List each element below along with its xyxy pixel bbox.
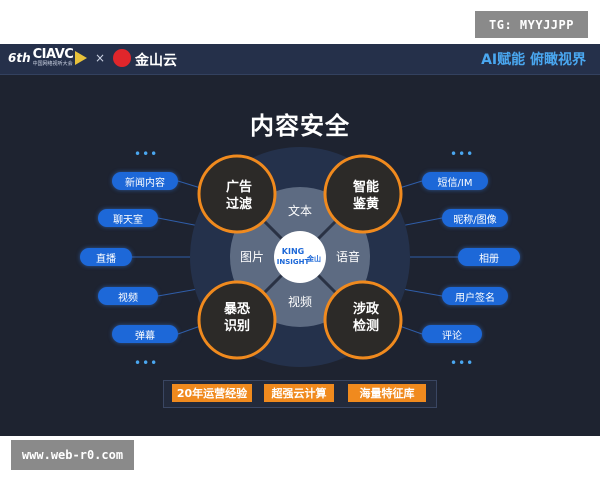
right-item-signature: 用户签名 <box>442 287 508 305</box>
slide-header: 6th CIAVC 中国网络视听大会 × 金山云 AI赋能 俯瞰视界 <box>0 44 600 75</box>
content-security-diagram: 广告 过滤 智能 鉴黄 暴恐 识别 涉政 检测 文本 图片 语音 视频 KING… <box>132 147 458 367</box>
right-dots-bottom: ••• <box>450 356 475 370</box>
corner-label-politics-2: 检测 <box>353 318 379 334</box>
corner-label-terror-1: 暴恐 <box>223 302 250 317</box>
left-item-news: 新闻内容 <box>112 172 178 190</box>
page-title: 内容安全 <box>250 112 350 140</box>
corner-circles <box>197 154 403 360</box>
logo-king: KING <box>282 247 304 256</box>
kingsoft-cloud-icon <box>113 49 131 67</box>
center-badge <box>274 231 326 283</box>
corner-label-politics-1: 涉政 <box>353 301 380 317</box>
corner-label-terror-2: 识别 <box>224 319 250 334</box>
left-dots-bottom: ••• <box>134 356 159 370</box>
ciavc-logo: 6th CIAVC 中国网络视听大会 <box>8 47 88 67</box>
inner-label-voice: 语音 <box>336 249 360 264</box>
right-item-album: 相册 <box>458 248 520 266</box>
left-item-live: 直播 <box>80 248 132 266</box>
bottom-tag-features: 海量特征库 <box>348 384 426 402</box>
right-item-nickname: 昵称/图像 <box>442 209 508 227</box>
left-item-chatroom: 聊天室 <box>98 209 158 227</box>
watermark-top: TG: MYYJJPP <box>475 11 588 38</box>
bottom-tag-experience: 20年运营经验 <box>172 384 252 402</box>
right-item-sms: 短信/IM <box>422 172 488 190</box>
corner-circle-porn <box>323 154 403 234</box>
partner-name: 金山云 <box>135 53 177 69</box>
watermark-bottom: www.web-r0.com <box>11 440 134 470</box>
left-dots-top: ••• <box>134 147 159 161</box>
inner-label-video: 视频 <box>288 294 312 309</box>
play-icon <box>75 50 88 65</box>
logo-insight: INSIGHT <box>277 258 310 266</box>
bottom-tag-cloud: 超强云计算 <box>264 384 334 402</box>
slide: 6th CIAVC 中国网络视听大会 × 金山云 AI赋能 俯瞰视界 内容安全 <box>0 44 600 436</box>
corner-circle-terror <box>197 280 277 360</box>
corner-circle-politics <box>323 280 403 360</box>
corner-label-ad-2: 过滤 <box>226 196 252 212</box>
right-dots-top: ••• <box>450 147 475 161</box>
corner-label-porn-1: 智能 <box>353 179 379 195</box>
separator: × <box>95 51 106 65</box>
corner-label-porn-2: 鉴黄 <box>352 196 379 212</box>
corner-label-ad-1: 广告 <box>226 179 252 195</box>
ciavc-subtitle: 中国网络视听大会 <box>32 61 73 67</box>
inner-label-text: 文本 <box>288 203 312 218</box>
inner-label-image: 图片 <box>240 250 264 264</box>
logo-cn: 金山 <box>306 254 321 263</box>
right-item-comment: 评论 <box>422 325 482 343</box>
ciavc-number: 6th <box>8 50 31 65</box>
left-item-danmaku: 弹幕 <box>112 325 178 343</box>
tagline: AI赋能 俯瞰视界 <box>481 52 586 68</box>
ciavc-name: CIAVC <box>32 47 74 62</box>
corner-circle-ad <box>197 154 277 234</box>
left-item-video: 视频 <box>98 287 158 305</box>
